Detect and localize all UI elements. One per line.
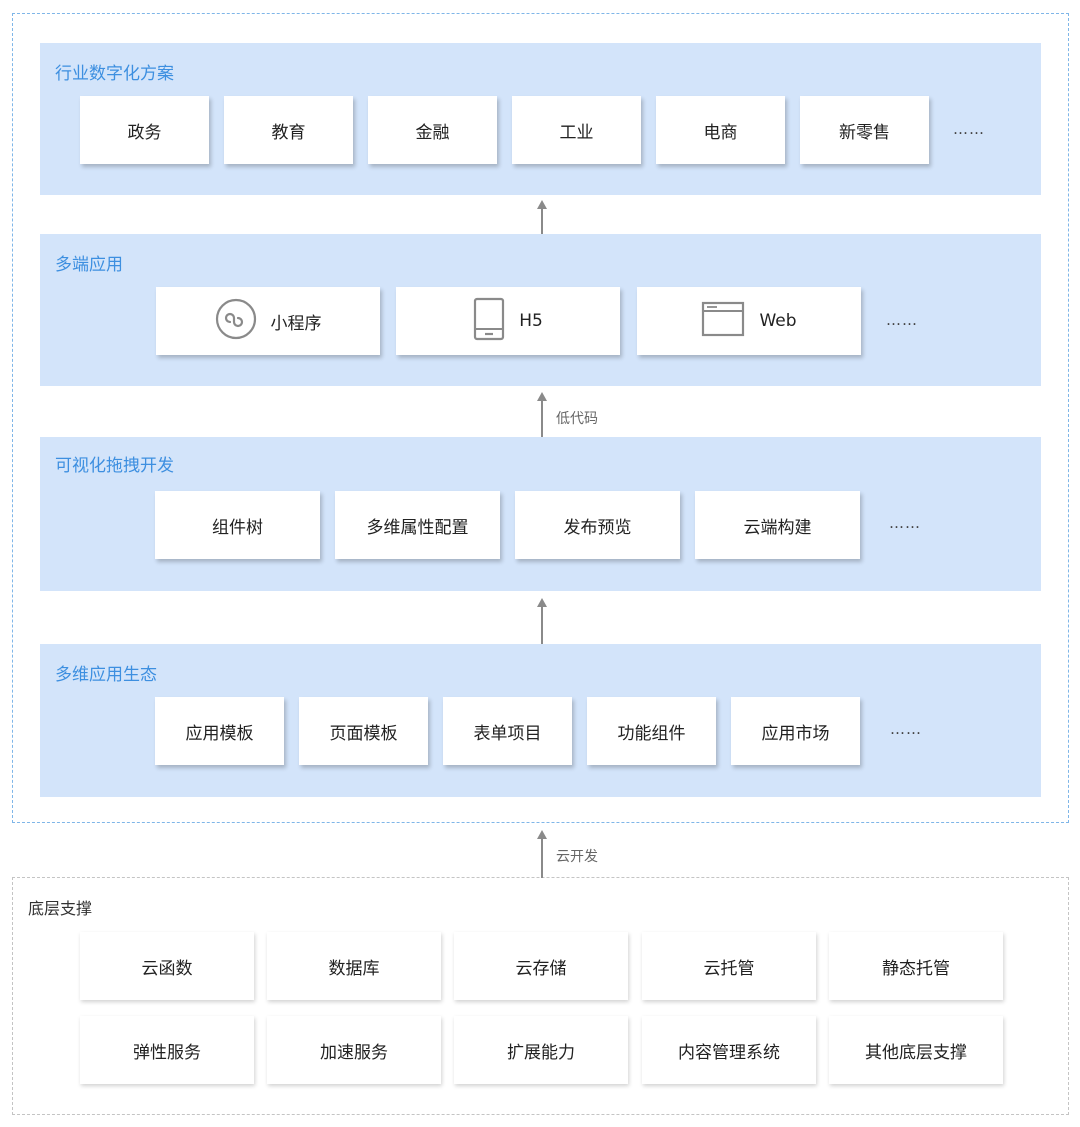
multi-end-item-label: Web [759,311,797,331]
visual-dev-band-title: 可视化拖拽开发 [55,456,174,476]
ecosystem-item-app-template: 应用模板 [155,697,284,765]
multi-end-item-h5: H5 [396,287,620,355]
visual-dev-item-cloud-build: 云端构建 [695,491,860,559]
industry-more-ellipsis: …… [953,120,985,138]
arrow-line [541,400,543,437]
browser-window-icon [701,301,745,342]
arrow-up-icon [537,830,547,839]
ecosystem-item-page-template: 页面模板 [299,697,428,765]
visual-dev-item-property-config: 多维属性配置 [335,491,500,559]
multi-end-item-label: H5 [519,311,543,331]
arrow-up-icon [537,200,547,209]
base-item-cms: 内容管理系统 [642,1016,816,1084]
multi-end-item-label: 小程序 [270,313,322,334]
base-item-cloud-storage: 云存储 [454,932,628,1000]
multi-end-more-ellipsis: …… [886,311,918,329]
arrow-up-icon [537,392,547,401]
industry-item-gov: 政务 [80,96,209,164]
base-item-database: 数据库 [267,932,441,1000]
ecosystem-item-form-project: 表单项目 [443,697,572,765]
base-item-elastic-service: 弹性服务 [80,1016,254,1084]
ecosystem-more-ellipsis: …… [890,720,922,738]
ecosystem-item-app-market: 应用市场 [731,697,860,765]
arrow-line [541,606,543,644]
mobile-phone-icon [473,297,505,346]
industry-item-new-retail: 新零售 [800,96,929,164]
visual-dev-item-component-tree: 组件树 [155,491,320,559]
base-support-frame [12,877,1069,1115]
visual-dev-item-publish-preview: 发布预览 [515,491,680,559]
base-item-extension: 扩展能力 [454,1016,628,1084]
arrow-up-icon [537,598,547,607]
industry-item-education: 教育 [224,96,353,164]
base-item-cloud-function: 云函数 [80,932,254,1000]
industry-item-ecommerce: 电商 [656,96,785,164]
low-code-label: 低代码 [556,411,598,427]
ecosystem-item-function-component: 功能组件 [587,697,716,765]
cloud-dev-label: 云开发 [556,849,598,865]
visual-dev-more-ellipsis: …… [889,514,921,532]
arrow-line [541,208,543,234]
multi-end-item-mini-program: 小程序 [156,287,380,355]
ecosystem-band-title: 多维应用生态 [55,665,157,685]
base-item-cloud-hosting: 云托管 [642,932,816,1000]
base-item-acceleration-service: 加速服务 [267,1016,441,1084]
industry-band-title: 行业数字化方案 [55,64,174,84]
mini-program-icon [215,298,257,345]
multi-end-band-title: 多端应用 [55,255,123,275]
platform-frame [12,13,1069,823]
industry-item-finance: 金融 [368,96,497,164]
base-support-title: 底层支撑 [28,899,93,918]
multi-end-item-web: Web [637,287,861,355]
arrow-line [541,838,543,878]
base-item-static-hosting: 静态托管 [829,932,1003,1000]
industry-item-industry: 工业 [512,96,641,164]
base-item-other-support: 其他底层支撑 [829,1016,1003,1084]
